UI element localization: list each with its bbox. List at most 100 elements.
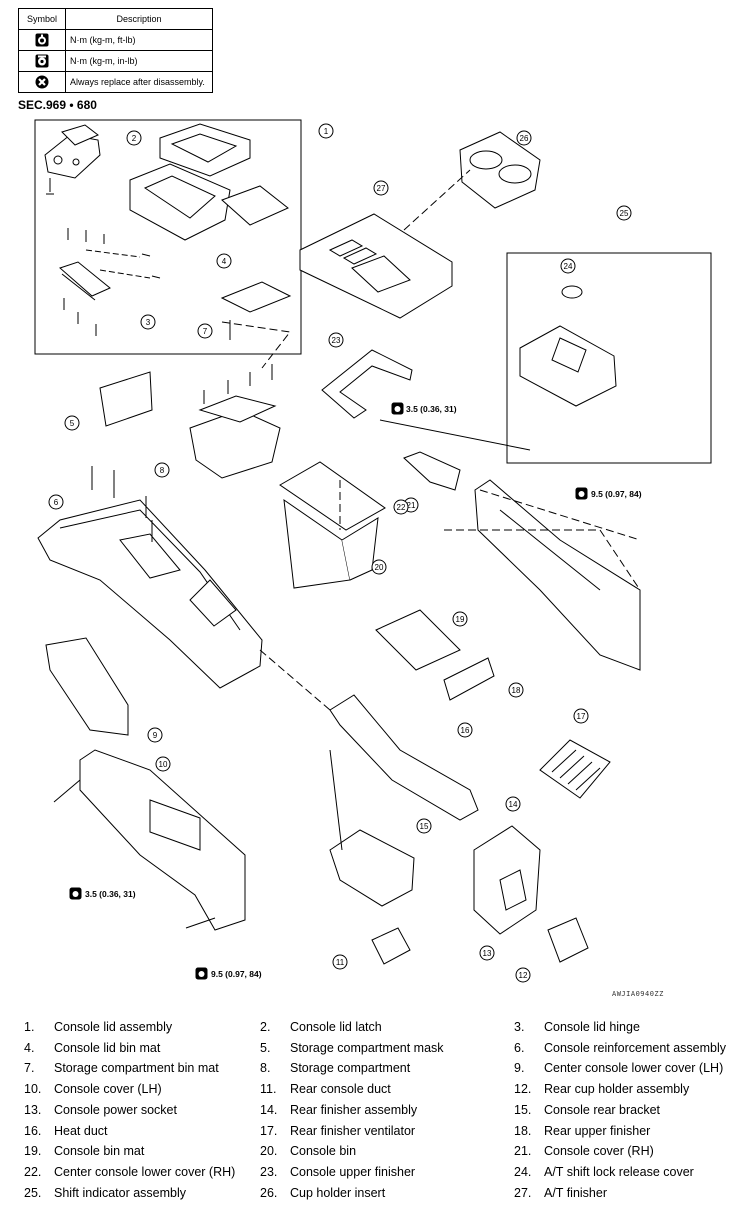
- legend-part-name: Console upper finisher: [290, 1164, 416, 1179]
- callout-number: 5: [70, 419, 75, 428]
- leader-lines: [221, 169, 641, 711]
- symbol-description: N·m (kg-m, ft-lb): [65, 29, 213, 51]
- console-upper-finisher-drawing: [321, 349, 413, 419]
- storage-compartment-drawing: [189, 320, 281, 479]
- callout-number: 10: [159, 760, 168, 769]
- callout-circle: [318, 123, 334, 139]
- legend-item: 14.Rear finisher assembly: [260, 1103, 417, 1117]
- symbol-column-header: Symbol: [18, 8, 66, 30]
- legend-number: 24.: [514, 1164, 532, 1179]
- symbol-cell: [18, 71, 66, 93]
- console-bin-drawing: [279, 461, 386, 589]
- callout-circle: [452, 611, 468, 627]
- legend-item: 2.Console lid latch: [260, 1020, 382, 1034]
- legend-part-name: Console bin: [290, 1144, 357, 1159]
- legend-item: 7.Storage compartment bin mat: [24, 1061, 219, 1075]
- callout-circle: [508, 682, 524, 698]
- console-lid-latch-drawing: [44, 124, 101, 179]
- legend-number: 16.: [24, 1123, 42, 1138]
- symbol-row: N·m (kg-m, in-lb): [18, 50, 213, 72]
- center-console-lower-cover-lh-drawing: [45, 637, 129, 736]
- callout-circle: [573, 708, 589, 724]
- callout-17: 17: [573, 708, 589, 724]
- cover-lh-screws: [53, 779, 216, 929]
- callout-circle: [197, 323, 213, 339]
- callout-circle: [140, 314, 156, 330]
- callout-number: 20: [375, 563, 384, 572]
- callout-number: 11: [336, 958, 345, 967]
- storage-compartment-bin-mat-drawing: [220, 281, 292, 313]
- symbol-table-header: Symbol Description: [18, 8, 213, 30]
- legend-number: 1.: [24, 1020, 35, 1034]
- callout-number: 17: [577, 712, 586, 721]
- legend-item: 19.Console bin mat: [24, 1144, 144, 1158]
- callout-20: 20: [371, 559, 387, 575]
- console-lid-bin-mat-drawing: [221, 185, 289, 226]
- legend-number: 20.: [260, 1144, 278, 1159]
- section-label: SEC.969 • 680: [18, 98, 97, 112]
- callout-24: 24: [560, 258, 576, 274]
- callout-22: 22: [393, 499, 409, 515]
- callout-number: 27: [377, 184, 386, 193]
- legend-number: 26.: [260, 1185, 278, 1200]
- callout-16: 16: [457, 722, 473, 738]
- legend-number: 15.: [514, 1102, 532, 1117]
- legend-item: 24.A/T shift lock release cover: [514, 1165, 694, 1179]
- legend-item: 8.Storage compartment: [260, 1061, 410, 1075]
- legend-part-name: Cup holder insert: [290, 1185, 386, 1200]
- callout-6: 6: [48, 494, 64, 510]
- legend-part-name: Storage compartment: [290, 1061, 411, 1076]
- legend-item: 23.Console upper finisher: [260, 1165, 415, 1179]
- callout-12: 12: [515, 967, 531, 983]
- legend-part-name: Rear console duct: [290, 1082, 391, 1097]
- legend-item: 3. Console lid hinge: [514, 1020, 640, 1034]
- legend-item: 25.Shift indicator assembly: [24, 1186, 186, 1200]
- torque-nm-ftlb-icon: [35, 33, 49, 47]
- legend-number: 3.: [514, 1020, 525, 1034]
- diagram-code: AWJIA0940ZZ: [612, 990, 664, 998]
- callout-4: 4: [216, 253, 232, 269]
- torque-value-label: 3.5 (0.36, 31): [85, 889, 136, 899]
- console-lid-assembly-box: [34, 119, 302, 355]
- legend-item: 6.Console reinforcement assembly: [514, 1041, 726, 1055]
- legend-item: 9.Center console lower cover (LH): [514, 1061, 723, 1075]
- callout-number: 1: [324, 127, 329, 136]
- callout-5: 5: [64, 415, 80, 431]
- torque-callout-3: [69, 887, 82, 900]
- legend-part-name: Console lid latch: [290, 1020, 382, 1034]
- callout-number: 26: [520, 134, 529, 143]
- callout-number: 22: [397, 503, 406, 512]
- legend-number: 25.: [24, 1185, 42, 1200]
- legend-part-name: Console lid hinge: [544, 1020, 640, 1034]
- legend-item: 4.Console lid bin mat: [24, 1041, 160, 1055]
- console-lid-hinge-drawing: [59, 261, 111, 301]
- callout-number: 25: [620, 209, 629, 218]
- callout-number: 8: [160, 466, 165, 475]
- exploded-parts-diagram: 3.5 (0.36, 31) 9.5 (0.97, 84) 3.5 (0.36,…: [34, 119, 712, 983]
- legend-item: 22.Center console lower cover (RH): [24, 1165, 235, 1179]
- torque-callout-2: [575, 487, 588, 500]
- callout-3: 3: [140, 314, 156, 330]
- legend-number: 17.: [260, 1123, 278, 1138]
- callout-circle: [216, 253, 232, 269]
- legend-number: 10.: [24, 1082, 42, 1097]
- console-rear-bracket-drawing: [329, 829, 415, 907]
- legend-item: 1.Console lid assembly: [24, 1020, 172, 1034]
- callout-circle: [332, 954, 348, 970]
- callout-circle: [416, 818, 432, 834]
- callout-8: 8: [154, 462, 170, 478]
- callout-number: 24: [564, 262, 573, 271]
- legend-part-name: Console bin mat: [54, 1144, 145, 1159]
- legend-number: 22.: [24, 1164, 42, 1179]
- always-replace-icon: [35, 75, 49, 89]
- center-console-lower-cover-rh-drawing: [403, 451, 461, 491]
- callout-23: 23: [328, 332, 344, 348]
- torque-value-label: 3.5 (0.36, 31): [406, 404, 457, 414]
- callout-7: 7: [197, 323, 213, 339]
- callout-25: 25: [616, 205, 632, 221]
- shift-indicator-assembly-box: [506, 252, 712, 464]
- console-bin-mat-drawing: [375, 609, 461, 671]
- legend-part-name: A/T finisher: [544, 1185, 607, 1200]
- screws-box1: [46, 178, 161, 336]
- solid-leaders: [329, 419, 531, 851]
